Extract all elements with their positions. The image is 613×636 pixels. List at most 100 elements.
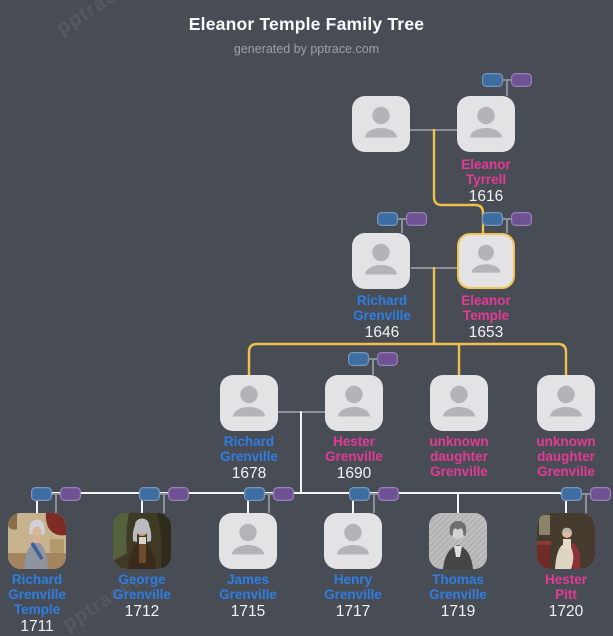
pill-connector-line	[401, 219, 403, 233]
father-pill-icon[interactable]	[561, 487, 582, 501]
person-label-eleanor-temple: Eleanor Temple 1653	[444, 293, 528, 341]
person-name: Henry Grenville	[324, 572, 382, 602]
person-label-richard-grenville-temple: Richard Grenville Temple 1711	[0, 572, 79, 635]
person-name: Thomas Grenville	[429, 572, 487, 602]
person-card-richard-grenville-1646[interactable]	[352, 233, 410, 289]
portrait-thomas-grenville	[429, 513, 487, 569]
father-pill-icon[interactable]	[377, 212, 398, 226]
birth-year: 1616	[468, 188, 504, 205]
pill-connector-line	[51, 493, 61, 495]
descent-line-gen1-to-eleanor-temple	[432, 128, 485, 236]
birth-year: 1712	[124, 603, 160, 620]
person-name: unknown daughter Grenville	[429, 434, 489, 479]
father-pill-icon[interactable]	[482, 212, 503, 226]
mother-pill-icon[interactable]	[406, 212, 427, 226]
person-name: Richard Grenville	[220, 434, 278, 464]
person-label-unknown-daughter-grenville-2: unknown daughter Grenville	[524, 434, 608, 479]
person-silhouette-icon	[232, 523, 264, 555]
parents-toggle-henry-grenville[interactable]	[349, 487, 399, 513]
person-label-james-grenville: James Grenville 1715	[206, 572, 290, 620]
person-silhouette-icon	[365, 106, 397, 138]
person-name: Hester Grenville	[325, 434, 383, 464]
person-name: Richard Grenville	[353, 293, 411, 323]
mother-pill-icon[interactable]	[378, 487, 399, 501]
person-name: Eleanor Tyrrell	[461, 157, 511, 187]
mother-pill-icon[interactable]	[590, 487, 611, 501]
father-pill-icon[interactable]	[349, 487, 370, 501]
person-label-thomas-grenville: Thomas Grenville 1719	[416, 572, 500, 620]
father-pill-icon[interactable]	[139, 487, 160, 501]
pill-connector-line	[268, 494, 270, 513]
person-card-thomas-grenville[interactable]	[429, 513, 487, 569]
parents-toggle-hester-pitt[interactable]	[561, 487, 611, 513]
birth-year: 1646	[364, 324, 400, 341]
parents-toggle-richard-grenville-1646[interactable]	[377, 212, 427, 233]
person-card-eleanor-tyrrell[interactable]	[457, 96, 515, 152]
person-label-henry-grenville: Henry Grenville 1717	[311, 572, 395, 620]
father-pill-icon[interactable]	[348, 352, 369, 366]
person-card-unknown-daughter-grenville-1[interactable]	[430, 375, 488, 431]
father-pill-icon[interactable]	[244, 487, 265, 501]
parents-toggle-eleanor-temple[interactable]	[482, 212, 532, 233]
person-silhouette-icon	[338, 385, 370, 417]
mother-pill-icon[interactable]	[273, 487, 294, 501]
person-label-richard-grenville-1646: Richard Grenville 1646	[340, 293, 424, 341]
parents-toggle-richard-grenville-temple[interactable]	[31, 487, 81, 513]
pill-connector-line	[163, 494, 165, 513]
pill-connector-line	[506, 80, 508, 96]
mother-pill-icon[interactable]	[511, 212, 532, 226]
parents-toggle-george-grenville[interactable]	[139, 487, 189, 513]
person-silhouette-icon	[471, 244, 501, 273]
mother-pill-icon[interactable]	[377, 352, 398, 366]
person-label-eleanor-tyrrell: Eleanor Tyrrell 1616	[444, 157, 528, 205]
portrait-george-grenville	[113, 513, 171, 569]
person-card-unknown-daughter-grenville-2[interactable]	[537, 375, 595, 431]
page-subtitle: generated by pptrace.com	[233, 42, 380, 56]
pill-connector-line	[502, 218, 512, 220]
person-label-unknown-daughter-grenville-1: unknown daughter Grenville	[417, 434, 501, 479]
person-name: George Grenville	[113, 572, 171, 602]
person-card-james-grenville[interactable]	[219, 513, 277, 569]
person-card-richard-grenville-temple[interactable]	[8, 513, 66, 569]
parents-toggle-eleanor-tyrrell[interactable]	[482, 73, 532, 96]
person-name: Richard Grenville Temple	[8, 572, 66, 617]
father-pill-icon[interactable]	[31, 487, 52, 501]
person-label-hester-grenville: Hester Grenville 1690	[312, 434, 396, 482]
person-silhouette-icon	[550, 385, 582, 417]
person-card-unnamed-spouse[interactable]	[352, 96, 410, 152]
person-card-hester-grenville[interactable]	[325, 375, 383, 431]
pill-connector-line	[373, 494, 375, 513]
birth-year: 1678	[231, 465, 267, 482]
parents-toggle-hester-grenville[interactable]	[348, 352, 398, 375]
mother-pill-icon[interactable]	[60, 487, 81, 501]
person-card-george-grenville[interactable]	[113, 513, 171, 569]
person-card-eleanor-temple[interactable]	[457, 233, 515, 289]
portrait-richard-grenville-temple	[8, 513, 66, 569]
descent-bus-gen2	[247, 342, 568, 377]
birth-year: 1711	[20, 618, 54, 635]
person-silhouette-icon	[233, 385, 265, 417]
page-title: Eleanor Temple Family Tree	[188, 14, 425, 34]
person-silhouette-icon	[470, 106, 502, 138]
person-label-hester-pitt: Hester Pitt 1720	[524, 572, 608, 620]
person-card-henry-grenville[interactable]	[324, 513, 382, 569]
person-card-richard-grenville-1678[interactable]	[220, 375, 278, 431]
birth-year: 1653	[468, 324, 504, 341]
mother-pill-icon[interactable]	[511, 73, 532, 87]
person-name: unknown daughter Grenville	[536, 434, 596, 479]
pill-connector-line	[159, 493, 169, 495]
mother-pill-icon[interactable]	[168, 487, 189, 501]
person-silhouette-icon	[337, 523, 369, 555]
person-card-hester-pitt[interactable]	[537, 513, 595, 569]
birth-year: 1715	[230, 603, 266, 620]
person-label-george-grenville: George Grenville 1712	[100, 572, 184, 620]
person-silhouette-icon	[443, 385, 475, 417]
pill-connector-line	[368, 358, 378, 360]
person-name: Eleanor Temple	[461, 293, 511, 323]
portrait-hester-pitt	[537, 513, 595, 569]
parents-toggle-james-grenville[interactable]	[244, 487, 294, 513]
birth-year: 1690	[336, 465, 372, 482]
pill-connector-line	[502, 79, 512, 81]
father-pill-icon[interactable]	[482, 73, 503, 87]
